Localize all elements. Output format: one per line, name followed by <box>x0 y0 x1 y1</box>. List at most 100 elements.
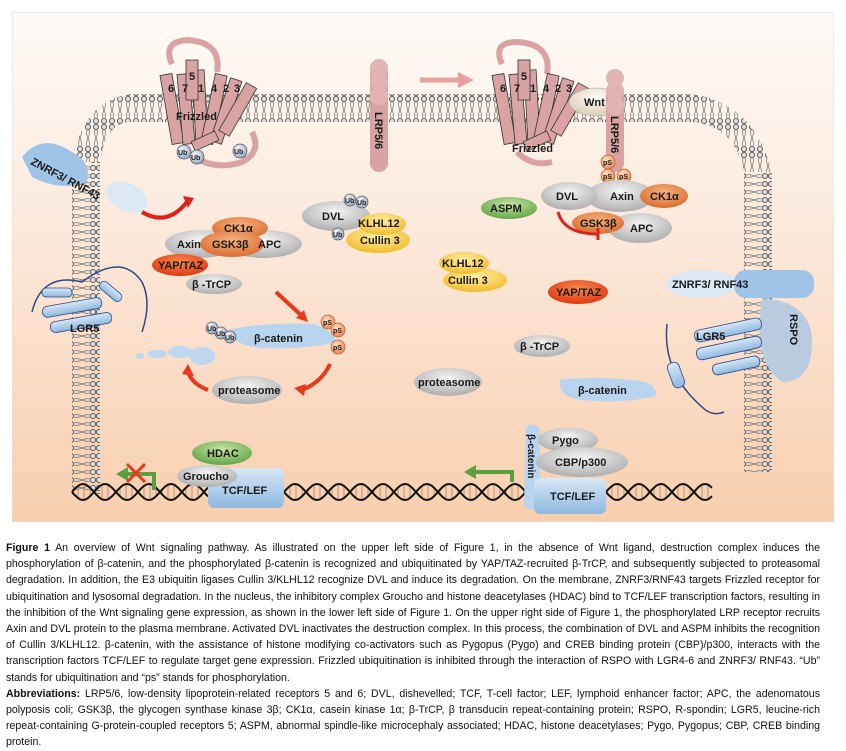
helix-label: 7 <box>182 83 188 95</box>
rspo: RSPO <box>759 298 812 382</box>
svg-text:pS: pS <box>603 174 612 181</box>
btrcp-left: β -TrCP <box>186 274 242 294</box>
btrcp-right: β -TrCP <box>514 335 570 357</box>
ub-label: Ub <box>234 149 243 156</box>
bcatenin-right: β-catenin <box>559 378 657 402</box>
dna-backbone <box>283 483 535 501</box>
svg-text:pS: pS <box>323 320 332 327</box>
svg-text:DVL: DVL <box>556 191 578 203</box>
abbreviations-paragraph: Abbreviations: LRP5/6, low-density lipop… <box>6 686 820 751</box>
svg-text:CBP/p300: CBP/p300 <box>555 457 606 469</box>
svg-text:LRP5/6: LRP5/6 <box>372 112 384 149</box>
svg-text:β-catenin: β-catenin <box>525 434 536 478</box>
active-transcription-arrow <box>472 470 514 482</box>
axin-label: Axin <box>177 239 201 251</box>
arrow-to-bcatenin <box>274 290 304 318</box>
svg-text:APC: APC <box>630 223 653 235</box>
svg-text:1: 1 <box>530 83 536 95</box>
helix-label: 4 <box>211 83 218 95</box>
arrow-head-icon <box>458 72 474 88</box>
svg-text:β -TrCP: β -TrCP <box>520 341 559 353</box>
svg-text:LGR5: LGR5 <box>70 323 99 335</box>
svg-text:β-catenin: β-catenin <box>578 385 627 397</box>
bcatenin-left: β-catenin <box>227 323 337 349</box>
frizzled-label: Frizzled <box>176 111 217 123</box>
svg-text:HDAC: HDAC <box>207 448 239 460</box>
svg-text:pS: pS <box>333 328 342 335</box>
arrow-head-icon <box>294 384 306 396</box>
transcription-complex-right: Pygo CBP/p300 TCF/LEF β-catenin <box>524 424 628 514</box>
svg-text:Wnt: Wnt <box>584 97 605 109</box>
figure-caption: Figure 1 An overview of Wnt signaling pa… <box>6 540 820 751</box>
lrp56-center: LRP5/6 <box>370 59 388 172</box>
destruction-complex-left: CK1α Axin GSK3β APC <box>165 217 302 258</box>
svg-text:KLHL12: KLHL12 <box>358 218 400 230</box>
znrf3-rnf43-right: ZNRF3/ RNF43 <box>666 270 814 298</box>
svg-text:RSPO: RSPO <box>787 314 799 346</box>
svg-text:Ub: Ub <box>216 331 225 338</box>
svg-text:β -TrCP: β -TrCP <box>192 279 231 291</box>
svg-text:7: 7 <box>514 83 520 95</box>
inhibition-arrow <box>556 211 599 236</box>
svg-text:ASPM: ASPM <box>490 203 522 215</box>
arrow-head-icon <box>116 467 128 481</box>
helix-label: 1 <box>198 83 204 95</box>
svg-text:Pygo: Pygo <box>552 435 579 447</box>
lrp56-right: LRP5/6 <box>606 69 624 172</box>
klhl12-cullin3-free: KLHL12 Cullin 3 <box>439 252 507 292</box>
svg-text:Ub: Ub <box>345 198 354 205</box>
svg-text:Cullin 3: Cullin 3 <box>360 235 400 247</box>
svg-text:Groucho: Groucho <box>183 471 229 483</box>
ub-label: Ub <box>191 155 200 162</box>
yap-taz-left: YAP/TAZ <box>152 254 208 276</box>
hdac: HDAC <box>192 441 252 465</box>
lrp-ps-group: pS pS pS <box>600 154 632 184</box>
lgr5-left: LGR5 <box>31 266 148 335</box>
ck1a-label: CK1α <box>224 223 253 235</box>
svg-text:YAP/TAZ: YAP/TAZ <box>158 260 204 272</box>
svg-text:Ub: Ub <box>207 326 216 333</box>
svg-text:GSK3β: GSK3β <box>580 218 617 230</box>
helix-label: 6 <box>168 83 174 95</box>
dna-backbone <box>71 483 209 501</box>
abbreviations-text: LRP5/6, low-density lipoprotein-related … <box>6 687 820 749</box>
svg-text:4: 4 <box>543 83 550 95</box>
abbreviations-label: Abbreviations: <box>6 687 81 700</box>
svg-text:ZNRF3/ RNF43: ZNRF3/ RNF43 <box>672 279 748 291</box>
svg-text:LRP5/6: LRP5/6 <box>608 116 620 153</box>
svg-text:pS: pS <box>333 345 342 352</box>
apc-label: APC <box>258 239 281 251</box>
svg-text:Frizzled: Frizzled <box>512 143 553 155</box>
svg-text:2: 2 <box>555 83 561 95</box>
ubiquitination-arrow <box>140 200 189 220</box>
helix-label: 2 <box>223 83 229 95</box>
helix-label: 3 <box>234 83 240 95</box>
arrow-head-icon <box>296 310 308 322</box>
svg-text:proteasome: proteasome <box>418 377 480 389</box>
dna-backbone <box>283 483 535 501</box>
bcatenin-ub-group: Ub Ub Ub <box>205 321 237 344</box>
degraded-fragments <box>136 346 215 365</box>
svg-text:pS: pS <box>619 174 628 181</box>
caption-text: An overview of Wnt signaling pathway. As… <box>6 542 820 684</box>
arrow-head-icon <box>183 196 194 208</box>
svg-text:Ub: Ub <box>333 232 342 239</box>
svg-text:pS: pS <box>603 160 612 167</box>
destruction-complex-right: DVL Axin CK1α GSK3β APC <box>541 180 688 243</box>
dna-strand <box>71 483 713 501</box>
yap-taz-right: YAP/TAZ <box>548 280 608 304</box>
caption-paragraph: Figure 1 An overview of Wnt signaling pa… <box>6 540 820 686</box>
ubiquitin-group: Ub Ub Ub <box>176 143 248 165</box>
svg-text:TCF/LEF: TCF/LEF <box>550 491 595 503</box>
svg-text:proteasome: proteasome <box>218 385 280 397</box>
dvl-ub-group: Ub Ub Ub <box>331 193 369 241</box>
inhibition-x-icon <box>125 462 147 484</box>
svg-text:6: 6 <box>500 83 506 95</box>
diagram-background <box>12 12 834 522</box>
svg-text:TCF/LEF: TCF/LEF <box>222 485 267 497</box>
arrow-head-icon <box>464 465 476 479</box>
dna-backbone <box>605 483 713 501</box>
lgr5-right: LGR5 <box>665 317 762 415</box>
figure-label: Figure 1 <box>6 542 50 554</box>
proteasome-center: proteasome <box>414 368 482 396</box>
